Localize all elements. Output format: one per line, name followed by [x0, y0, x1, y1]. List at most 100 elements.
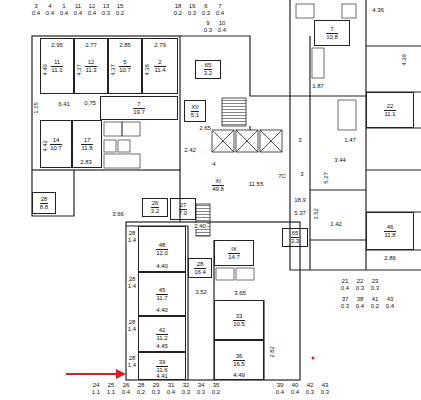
plan-label: 28	[128, 355, 137, 361]
plan-label: 0.2	[370, 303, 380, 309]
room-box: IX14.7	[214, 240, 254, 266]
plan-label: 3.44	[333, 157, 347, 163]
room-box: 263.2	[142, 198, 168, 217]
plan-label: 24	[92, 382, 101, 388]
plan-label: 35	[212, 382, 221, 388]
room-number: 65	[205, 62, 212, 69]
room-box: 4611.8	[366, 212, 414, 250]
plan-label: 5.37	[293, 210, 307, 216]
plan-label: 4.49	[232, 372, 246, 378]
plan-label: 4.37	[76, 63, 82, 77]
room-box: 710.8	[314, 20, 350, 46]
shaft	[342, 4, 356, 18]
plan-label: 19	[188, 3, 197, 9]
plan-label: 4	[211, 161, 216, 167]
plan-label: 0.3	[201, 10, 211, 16]
plan-label: 4.40	[155, 307, 169, 313]
plan-label: 0.4	[385, 303, 395, 309]
room-area: 11.8	[384, 231, 395, 239]
plan-label: 3.52	[194, 289, 208, 295]
plan-label: 11.55	[248, 181, 265, 187]
plan-label: 0.3	[370, 285, 380, 291]
wall	[126, 222, 300, 380]
plan-label: 0.4	[215, 10, 225, 16]
plan-label: 2.86	[383, 255, 397, 261]
room-number: IX	[231, 246, 237, 253]
plan-label: 0.4	[340, 285, 350, 291]
wc-cubicle	[104, 140, 116, 152]
plan-label: 13	[102, 3, 111, 9]
room-area: 11.1	[384, 110, 395, 118]
plan-label: 4.42	[42, 139, 48, 153]
plan-label: 2.77	[84, 42, 98, 48]
plan-label: 3.52	[313, 207, 319, 221]
plan-label: 0.4	[290, 389, 300, 395]
plan-label: 1.4	[127, 283, 137, 289]
room-area: 10.5	[233, 320, 245, 328]
room-number: 2	[158, 59, 161, 66]
plan-label: 0.3	[305, 389, 315, 395]
room-number: 14	[53, 137, 60, 144]
plan-label: 39	[276, 382, 285, 388]
plan-label: 28	[137, 382, 146, 388]
stair	[196, 204, 210, 236]
plan-label: 2.85	[118, 42, 132, 48]
plan-label: 2.65	[198, 125, 212, 131]
plan-label: 0.3	[340, 303, 350, 309]
plan-label: 4.38	[144, 63, 150, 77]
plan-label: 1.4	[127, 237, 137, 243]
room-number: 33	[236, 313, 243, 320]
plan-label: 23	[371, 278, 380, 284]
plan-label: 29	[152, 382, 161, 388]
room-box: 719.7	[100, 96, 178, 120]
plan-label: 0.3	[203, 27, 213, 33]
plan-label: 3	[299, 171, 304, 177]
plan-label: 0.4	[31, 10, 41, 16]
plan-label: 4.36	[371, 7, 385, 13]
plan-label: 0.4	[73, 10, 83, 16]
plan-label: 4.45	[155, 343, 169, 349]
plan-label: 31	[167, 382, 176, 388]
plan-label: 25	[107, 382, 116, 388]
plan-label: 42	[306, 382, 315, 388]
plan-label: 1.15	[33, 101, 39, 115]
plan-label: 1.87	[311, 83, 325, 89]
plan-label: 0.4	[59, 10, 69, 16]
plan-label: 28	[128, 276, 137, 282]
plan-label: 0.4	[217, 27, 227, 33]
room-number: 65	[292, 230, 299, 237]
plan-label: 2.40	[193, 223, 207, 229]
plan-label: 0.3	[181, 389, 191, 395]
plan-label: 3.66	[111, 211, 125, 217]
room-area: 49.8	[212, 185, 224, 193]
wc-cubicle	[104, 154, 140, 168]
plan-label: 2.79	[153, 42, 167, 48]
plan-label: 4.40	[155, 263, 169, 269]
plan-label: 12	[88, 3, 97, 9]
room-area: 3.2	[204, 69, 212, 77]
wall	[126, 226, 264, 380]
wc-cubicle	[236, 268, 254, 280]
plan-label: 26	[122, 382, 131, 388]
plan-label: 1	[61, 3, 66, 9]
room-number: 36	[236, 353, 243, 360]
plan-label: 0.4	[166, 389, 176, 395]
room-area: 11.7	[156, 294, 167, 302]
plan-label: 0.4	[87, 10, 97, 16]
plan-label: 4.40	[42, 63, 48, 77]
red-arrow	[66, 373, 118, 375]
room-area: 14.7	[228, 253, 240, 261]
plan-label: 1.1	[106, 389, 116, 395]
wc-cubicle	[216, 268, 234, 280]
plan-label: 0.75	[83, 100, 97, 106]
red-arrowhead	[116, 369, 126, 379]
room-box: 288.8	[32, 192, 56, 214]
room-number: 46	[387, 224, 394, 231]
plan-label: 0.4	[45, 10, 55, 16]
room-number: 42	[159, 327, 166, 334]
plan-label: 43	[386, 296, 395, 302]
wall	[290, 0, 421, 270]
plan-label: 32	[182, 382, 191, 388]
plan-label: 7C	[277, 173, 287, 179]
